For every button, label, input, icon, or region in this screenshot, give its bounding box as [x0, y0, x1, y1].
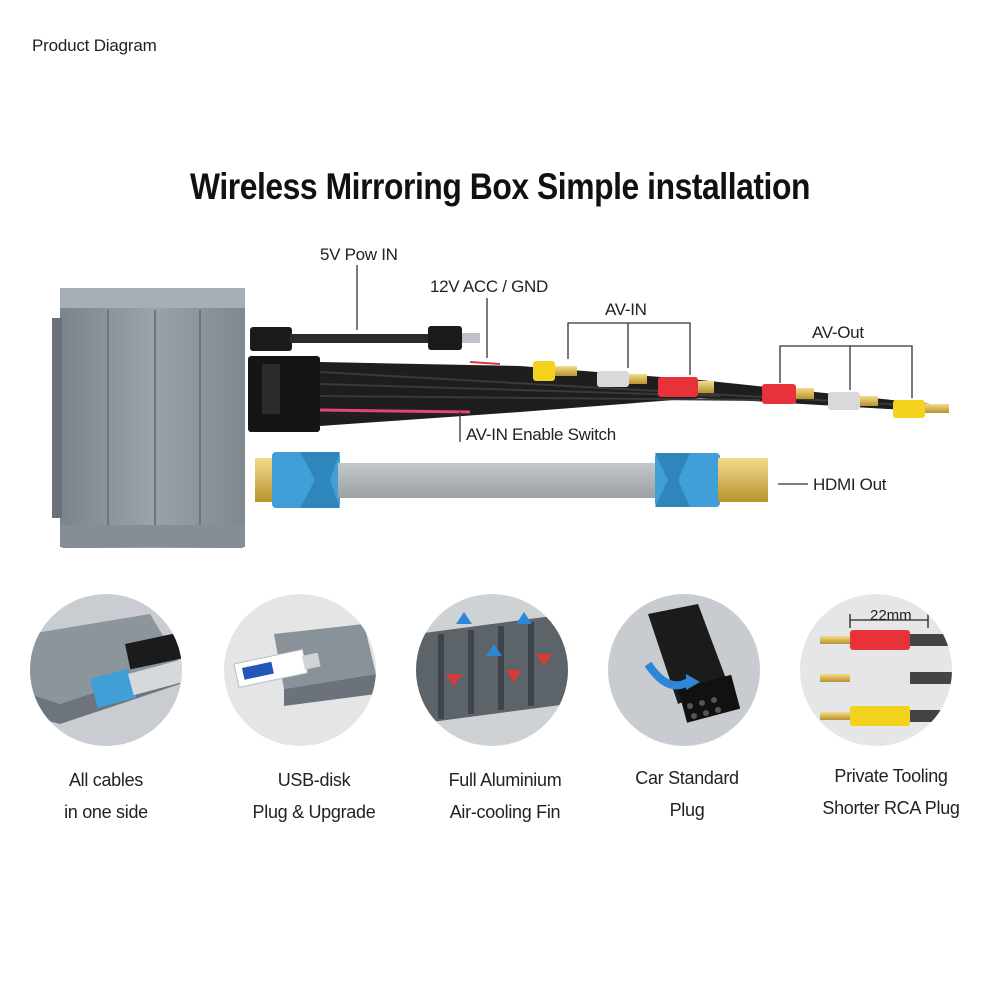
feature-image-usb: [224, 594, 376, 746]
mirroring-box: [52, 288, 245, 548]
av-in-label: AV-IN: [605, 300, 647, 319]
feature-caption-line1: USB-disk: [277, 770, 351, 790]
feature-caption-line2: Shorter RCA Plug: [822, 798, 960, 818]
rca-av-in: [533, 361, 714, 397]
rca-white: [820, 668, 952, 688]
feature-image-rca-plug: [800, 594, 952, 746]
rca-av-out: [762, 384, 949, 418]
feature-caption-line1: Private Tooling: [834, 766, 948, 786]
leader-lines: [356, 265, 913, 485]
feature-image-heat-fin: [416, 594, 568, 746]
feature-caption-line1: Full Aluminium: [448, 770, 562, 790]
feature-caption-cables: All cables in one side: [11, 764, 201, 828]
hdmi-cable: [255, 452, 768, 508]
page-label: Product Diagram: [32, 36, 157, 55]
feature-caption-line2: in one side: [64, 802, 148, 822]
feature-caption-line2: Air-cooling Fin: [449, 802, 561, 822]
feature-image-car-plug: [608, 594, 760, 746]
feature-image-cables: [30, 594, 182, 746]
rca-red: [820, 630, 952, 650]
main-title: Wireless Mirroring Box Simple installati…: [190, 166, 810, 207]
feature-caption-car-plug: Car Standard Plug: [592, 762, 782, 826]
hdmi-out-label: HDMI Out: [813, 475, 887, 494]
power-cable: [250, 326, 480, 351]
feature-caption-line2: Plug & Upgrade: [252, 802, 376, 822]
power-in-label: 5V Pow IN: [320, 245, 398, 264]
acc-gnd-label: 12V ACC / GND: [430, 277, 548, 296]
av-in-switch-label: AV-IN Enable Switch: [466, 425, 616, 444]
feature-caption-line2: Plug: [669, 800, 705, 820]
feature-caption-line1: All cables: [68, 770, 144, 790]
rca-dimension-label: 22mm: [870, 607, 912, 624]
rca-yellow: [820, 706, 952, 726]
product-diagram: [52, 265, 949, 548]
feature-caption-heat-fin: Full Aluminium Air-cooling Fin: [410, 764, 600, 828]
av-out-label: AV-Out: [812, 323, 864, 342]
feature-caption-usb: USB-disk Plug & Upgrade: [219, 764, 409, 828]
feature-caption-line1: Car Standard: [635, 768, 739, 788]
feature-caption-rca-plug: Private Tooling Shorter RCA Plug: [796, 760, 986, 824]
